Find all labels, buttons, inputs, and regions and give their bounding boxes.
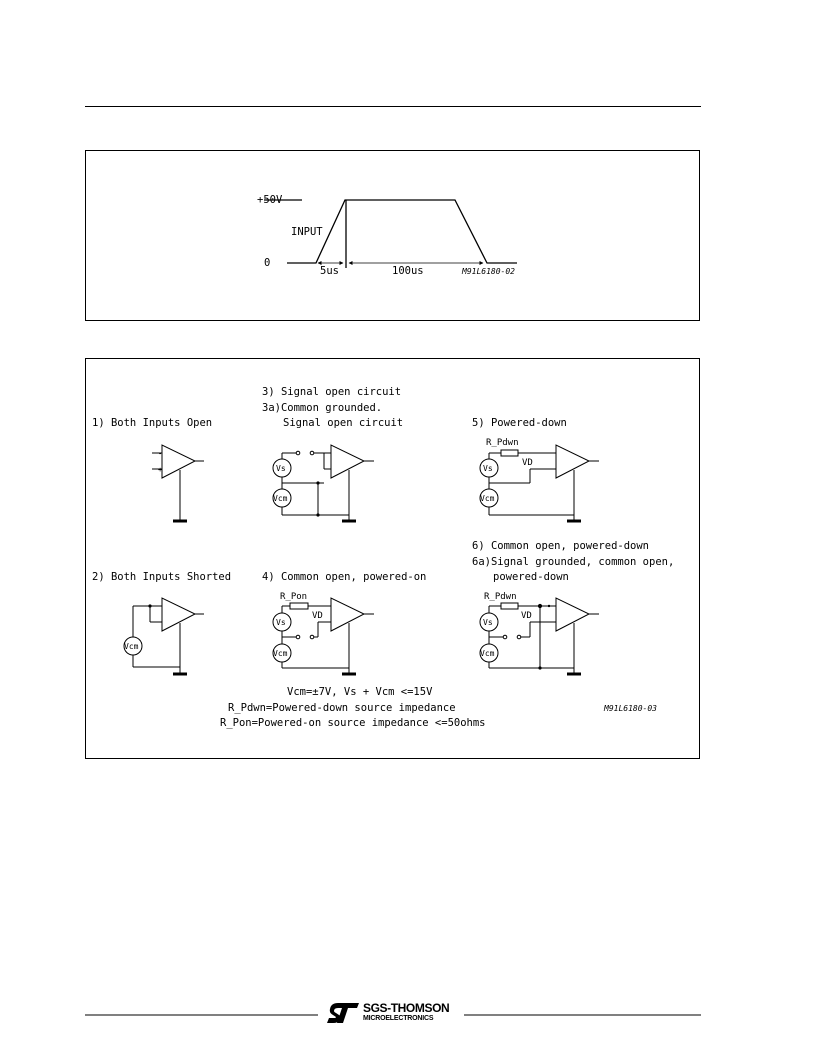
case2-title: 2) Both Inputs Shorted bbox=[92, 571, 231, 583]
circuit-common-open-powered-down bbox=[479, 597, 599, 676]
svg-text:+: + bbox=[158, 466, 162, 474]
case4-vcm-label: Vcm bbox=[273, 649, 288, 658]
brand-name: SGS-THOMSON bbox=[363, 1001, 450, 1015]
input-label: INPUT bbox=[291, 226, 323, 238]
circuit-common-open-powered-on bbox=[272, 597, 374, 676]
case5-vs-label: Vs bbox=[483, 464, 493, 473]
case3-title-line1: 3) Signal open circuit bbox=[262, 386, 401, 398]
figure-test-circuits bbox=[85, 358, 700, 759]
case4-vs-label: Vs bbox=[276, 618, 286, 627]
case6-title-line3: powered-down bbox=[493, 571, 569, 583]
case6-vcm-label: Vcm bbox=[480, 649, 495, 658]
figure1-ref: M91L6180-02 bbox=[461, 267, 515, 276]
rise-time-label: 5us bbox=[320, 265, 339, 277]
input-pulse-waveform bbox=[264, 199, 517, 268]
figure-input-pulse bbox=[85, 150, 700, 321]
case6-title-line1: 6) Common open, powered-down bbox=[472, 540, 649, 552]
case4-rpon-label: R_Pon bbox=[280, 592, 307, 602]
case2-vcm-label: Vcm bbox=[124, 642, 139, 651]
case3-vcm-label: Vcm bbox=[273, 494, 288, 503]
case3-title-line2: 3a)Common grounded. bbox=[262, 402, 382, 414]
case6-vs-label: Vs bbox=[483, 618, 493, 627]
case3-title-line3: Signal open circuit bbox=[283, 417, 403, 429]
header-rule bbox=[85, 106, 701, 107]
pulse-width-label: 100us bbox=[392, 265, 424, 277]
circuit-both-inputs-shorted bbox=[123, 597, 204, 676]
case1-title: 1) Both Inputs Open bbox=[92, 417, 212, 429]
case5-title: 5) Powered-down bbox=[472, 417, 567, 429]
case6-rpdwn-label: R_Pdwn bbox=[484, 592, 517, 602]
case5-rpdwn-label: R_Pdwn bbox=[486, 438, 519, 448]
case6-title-line2: 6a)Signal grounded, common open, bbox=[472, 556, 674, 568]
brand-subtitle: MICROELECTRONICS bbox=[363, 1015, 434, 1022]
note-rpon: R_Pon=Powered-on source impedance <=50oh… bbox=[220, 717, 486, 729]
level-low-label: 0 bbox=[264, 257, 270, 269]
circuit-powered-down bbox=[479, 444, 599, 523]
note-rpdwn: R_Pdwn=Powered-down source impedance bbox=[228, 702, 456, 714]
level-high-label: +50V bbox=[257, 194, 283, 206]
figure2-ref: M91L6180-03 bbox=[603, 704, 657, 713]
case4-vd-label: VD bbox=[312, 611, 323, 621]
case5-vcm-label: Vcm bbox=[480, 494, 495, 503]
st-logo-icon bbox=[327, 1003, 359, 1023]
circuit-signal-open bbox=[272, 444, 374, 523]
footer-brand: SGS-THOMSON MICROELECTRONICS bbox=[326, 1001, 464, 1027]
note-vcm-range: Vcm=±7V, Vs + Vcm <=15V bbox=[287, 686, 433, 698]
case5-vd-label: VD bbox=[522, 458, 533, 468]
circuit-both-inputs-open bbox=[152, 444, 204, 523]
svg-text:-: - bbox=[158, 450, 162, 458]
case3-vs-label: Vs bbox=[276, 464, 286, 473]
case6-vd-label: VD bbox=[521, 611, 532, 621]
case4-title: 4) Common open, powered-on bbox=[262, 571, 426, 583]
